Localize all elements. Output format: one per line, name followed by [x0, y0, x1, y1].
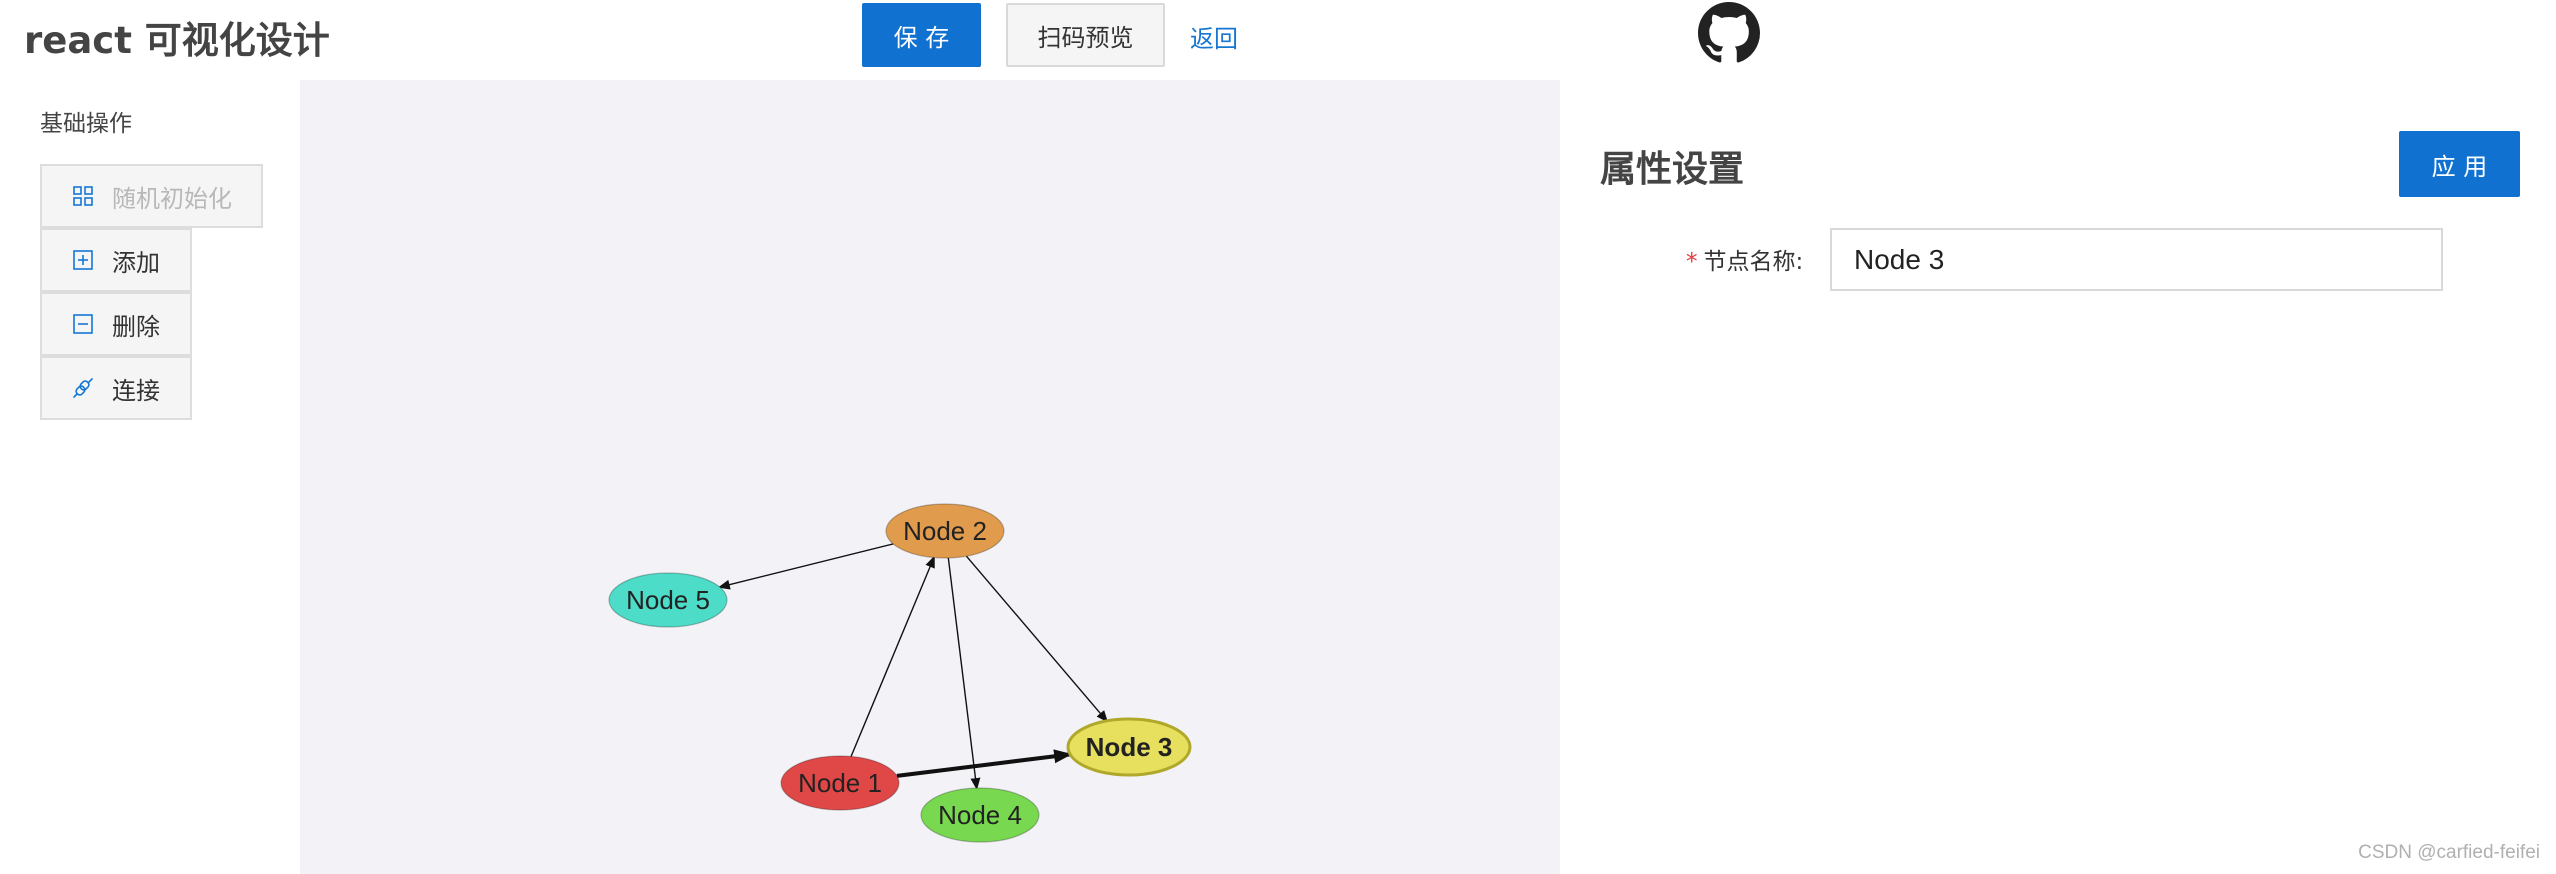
random-init-label: 随机初始化: [112, 184, 232, 213]
random-init-button[interactable]: 随机初始化: [40, 164, 263, 228]
graph-node-shape[interactable]: [885, 503, 1005, 559]
sidebar-title: 基础操作: [40, 111, 132, 137]
graph-node-n4[interactable]: Node 4: [920, 787, 1040, 843]
required-mark: *: [1686, 249, 1698, 275]
graph-node-shape[interactable]: [920, 787, 1040, 843]
delete-label: 删除: [112, 312, 160, 341]
graph-node-n1[interactable]: Node 1: [780, 755, 900, 811]
watermark: CSDN @carfied-feifei: [2358, 842, 2540, 863]
plus-square-icon: [73, 250, 93, 270]
back-link[interactable]: 返回: [1190, 25, 1238, 53]
delete-button[interactable]: 删除: [40, 292, 192, 356]
graph-node-shape[interactable]: [608, 572, 728, 628]
graph-edge-n1-n3[interactable]: [896, 749, 1073, 778]
scan-preview-button[interactable]: 扫码预览: [1006, 3, 1165, 67]
connect-button[interactable]: 连接: [40, 356, 192, 420]
app-title: react 可视化设计: [24, 19, 330, 62]
graph-node-shape[interactable]: [780, 755, 900, 811]
graph-edge-n2-n5[interactable]: [717, 543, 894, 590]
grid-icon: [73, 186, 93, 206]
graph-edge-n2-n3[interactable]: [965, 555, 1109, 723]
graph-edge-n2-n4[interactable]: [947, 557, 981, 791]
graph-node-label: Node 3: [1086, 732, 1173, 762]
graph-node-n3[interactable]: Node 3: [1066, 717, 1192, 777]
link-icon: [73, 378, 93, 398]
graph-node-n2[interactable]: Node 2: [885, 503, 1005, 559]
connect-label: 连接: [112, 376, 160, 405]
graph-svg[interactable]: Node 1 Node 2 Node 3 Node 4 Node 5: [300, 80, 1560, 874]
node-name-input[interactable]: [1830, 228, 2443, 291]
graph-node-label: Node 4: [938, 800, 1022, 830]
apply-button[interactable]: 应 用: [2399, 131, 2520, 197]
save-button[interactable]: 保 存: [862, 3, 981, 67]
graph-canvas[interactable]: Node 1 Node 2 Node 3 Node 4 Node 5: [300, 80, 1560, 874]
add-label: 添加: [112, 248, 160, 277]
properties-title: 属性设置: [1600, 149, 1745, 190]
graph-node-label: Node 5: [626, 585, 710, 615]
graph-edge-n1-n2[interactable]: [850, 555, 935, 757]
minus-square-icon: [73, 314, 93, 334]
graph-node-label: Node 1: [798, 768, 882, 798]
node-name-label: *节点名称:: [1686, 242, 1803, 276]
graph-node-n5[interactable]: Node 5: [608, 572, 728, 628]
add-button[interactable]: 添加: [40, 228, 192, 292]
github-icon[interactable]: [1698, 2, 1760, 64]
graph-node-label: Node 2: [903, 516, 987, 546]
node-name-label-text: 节点名称:: [1703, 249, 1804, 275]
graph-node-shape[interactable]: [1066, 717, 1192, 777]
